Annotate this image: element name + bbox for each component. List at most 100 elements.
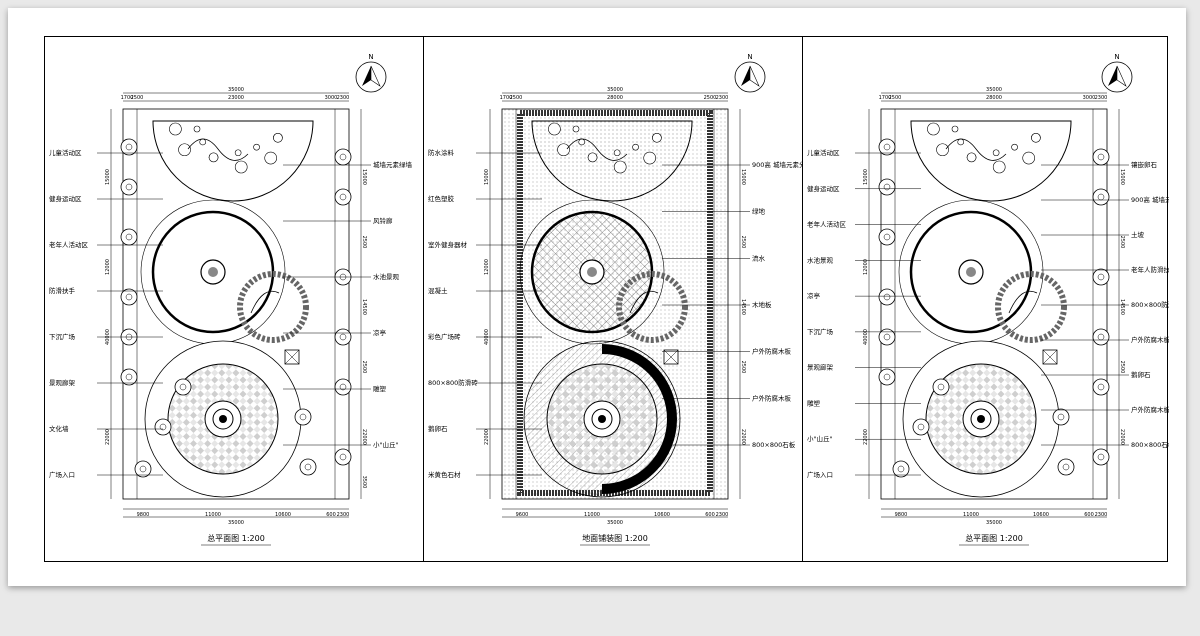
dimension-top: 28000 bbox=[986, 95, 1002, 101]
dimension-left: 40000 bbox=[863, 329, 869, 345]
callout-label-right: 凉亭 bbox=[373, 328, 387, 337]
dimension-bottom: 10600 bbox=[654, 512, 670, 518]
site-boundary bbox=[880, 108, 1108, 500]
dimension-left: 15000 bbox=[863, 169, 869, 185]
callout-label-left: 老年人活动区 bbox=[49, 240, 89, 249]
tree-symbol bbox=[1092, 188, 1110, 206]
callout-label-left: 下沉广场 bbox=[49, 332, 76, 341]
children-play-area bbox=[531, 120, 693, 202]
callout-label-right: 户外防腐木板 bbox=[1131, 405, 1169, 414]
tree-symbol bbox=[1092, 448, 1110, 466]
callout-label-right: 水池景观 bbox=[373, 272, 400, 281]
callout-label-left: 混凝土 bbox=[428, 286, 448, 295]
dimension-bottom: 35000 bbox=[607, 520, 623, 526]
drawing-caption: 地面铺装图 1:200 bbox=[582, 533, 648, 543]
dimension-right: 2500 bbox=[1119, 236, 1125, 249]
dimension-bottom: 2300 bbox=[1095, 512, 1108, 518]
callout-label-left: 景观廊架 bbox=[807, 363, 834, 372]
dimension-top: 35000 bbox=[986, 87, 1002, 93]
callout-label-right: 老年人防滑扶手(城墙元素) bbox=[1131, 265, 1169, 274]
dimension-top: 35000 bbox=[228, 87, 244, 93]
tree-symbol bbox=[878, 368, 896, 386]
dimension-right: 2500 bbox=[740, 361, 746, 374]
callout-label-right: 户外防腐木板 bbox=[752, 347, 792, 356]
dimension-top: 3000 bbox=[325, 95, 338, 101]
tree-symbol bbox=[1052, 408, 1070, 426]
callout-label-left: 广场入口 bbox=[49, 470, 75, 479]
dimension-right: 2500 bbox=[361, 361, 367, 374]
site-boundary bbox=[122, 108, 350, 500]
tree-symbol bbox=[299, 458, 317, 476]
dimension-bottom: 9800 bbox=[895, 512, 908, 518]
dimension-right: 15000 bbox=[1119, 169, 1125, 185]
callout-label-left: 广场入口 bbox=[807, 470, 833, 479]
callout-label-right: 木地板 bbox=[752, 300, 772, 309]
north-label: N bbox=[1114, 53, 1119, 61]
dimension-bottom: 9600 bbox=[516, 512, 529, 518]
dimension-bottom: 2300 bbox=[337, 512, 350, 518]
tree-symbol bbox=[878, 178, 896, 196]
callout-label-right: 小"山丘" bbox=[373, 440, 398, 449]
callout-label-right: 900高 城墙元素分隔 bbox=[1131, 195, 1169, 204]
dimension-top: 28000 bbox=[607, 95, 623, 101]
dimension-bottom: 2300 bbox=[716, 512, 729, 518]
callout-label-left: 彩色广场砖 bbox=[428, 332, 461, 341]
callout-label-right: 风铃廊 bbox=[373, 216, 393, 225]
dimension-top: 2500 bbox=[131, 95, 144, 101]
dimension-right: 2500 bbox=[1119, 361, 1125, 374]
dimension-top: 2300 bbox=[1095, 95, 1108, 101]
tree-symbol bbox=[334, 148, 352, 166]
north-label: N bbox=[368, 53, 373, 61]
callout-label-left: 雕塑 bbox=[807, 398, 821, 407]
callout-label-left: 鹅卵石 bbox=[428, 424, 448, 433]
callout-label-right: 鹅卵石 bbox=[1131, 370, 1151, 379]
tree-symbol bbox=[892, 460, 910, 478]
dimension-bottom: 11000 bbox=[584, 512, 600, 518]
dimension-top: 3000 bbox=[1083, 95, 1096, 101]
children-play-area bbox=[910, 120, 1072, 202]
callout-label-left: 儿童活动区 bbox=[807, 148, 840, 157]
dimension-bottom: 35000 bbox=[228, 520, 244, 526]
tree-symbol bbox=[932, 378, 950, 396]
north-arrow-icon bbox=[734, 61, 766, 93]
tree-symbol bbox=[878, 228, 896, 246]
dimension-left: 22000 bbox=[863, 429, 869, 445]
dimension-bottom: 600 bbox=[326, 512, 336, 518]
callout-label-left: 红色塑胶 bbox=[428, 194, 455, 203]
tree-symbol bbox=[1092, 268, 1110, 286]
callout-label-left: 室外健身器材 bbox=[428, 240, 468, 249]
dimension-left: 22000 bbox=[105, 429, 111, 445]
callout-label-right: 户外防腐木板 bbox=[752, 393, 792, 402]
tree-symbol bbox=[120, 228, 138, 246]
tree-symbol bbox=[878, 138, 896, 156]
tree-symbol bbox=[174, 378, 192, 396]
callout-label-right: 城墙元素绿墙 bbox=[373, 160, 413, 169]
dimension-top: 1700 bbox=[121, 95, 134, 101]
callout-label-left: 景观廊架 bbox=[49, 378, 76, 387]
callout-label-left: 水池景观 bbox=[807, 255, 834, 264]
drawing-caption: 总平面图 1:200 bbox=[207, 533, 265, 543]
callout-label-left: 儿童活动区 bbox=[49, 148, 82, 157]
tree-symbol bbox=[334, 448, 352, 466]
callout-label-right: 800×800防滑石板 bbox=[1131, 300, 1169, 309]
callout-label-right: 流水 bbox=[752, 253, 766, 262]
dimension-top: 2500 bbox=[704, 95, 717, 101]
dimension-bottom: 9800 bbox=[137, 512, 150, 518]
tree-symbol bbox=[334, 328, 352, 346]
callout-label-left: 防水涂料 bbox=[428, 148, 455, 157]
callout-label-right: 绿地 bbox=[752, 207, 766, 216]
dimension-right: 14500 bbox=[361, 299, 367, 315]
dimension-bottom: 600 bbox=[1084, 512, 1094, 518]
tree-symbol bbox=[1092, 378, 1110, 396]
tree-symbol bbox=[1057, 458, 1075, 476]
tree-symbol bbox=[120, 368, 138, 386]
dimension-bottom: 10600 bbox=[1033, 512, 1049, 518]
callout-label-right: 镶嵌卵石 bbox=[1131, 160, 1158, 169]
callout-label-right: 900高 城墙元素分隔 bbox=[752, 160, 802, 169]
dimension-right: 3500 bbox=[361, 476, 367, 489]
dimension-bottom: 10600 bbox=[275, 512, 291, 518]
dimension-right: 14500 bbox=[740, 299, 746, 315]
